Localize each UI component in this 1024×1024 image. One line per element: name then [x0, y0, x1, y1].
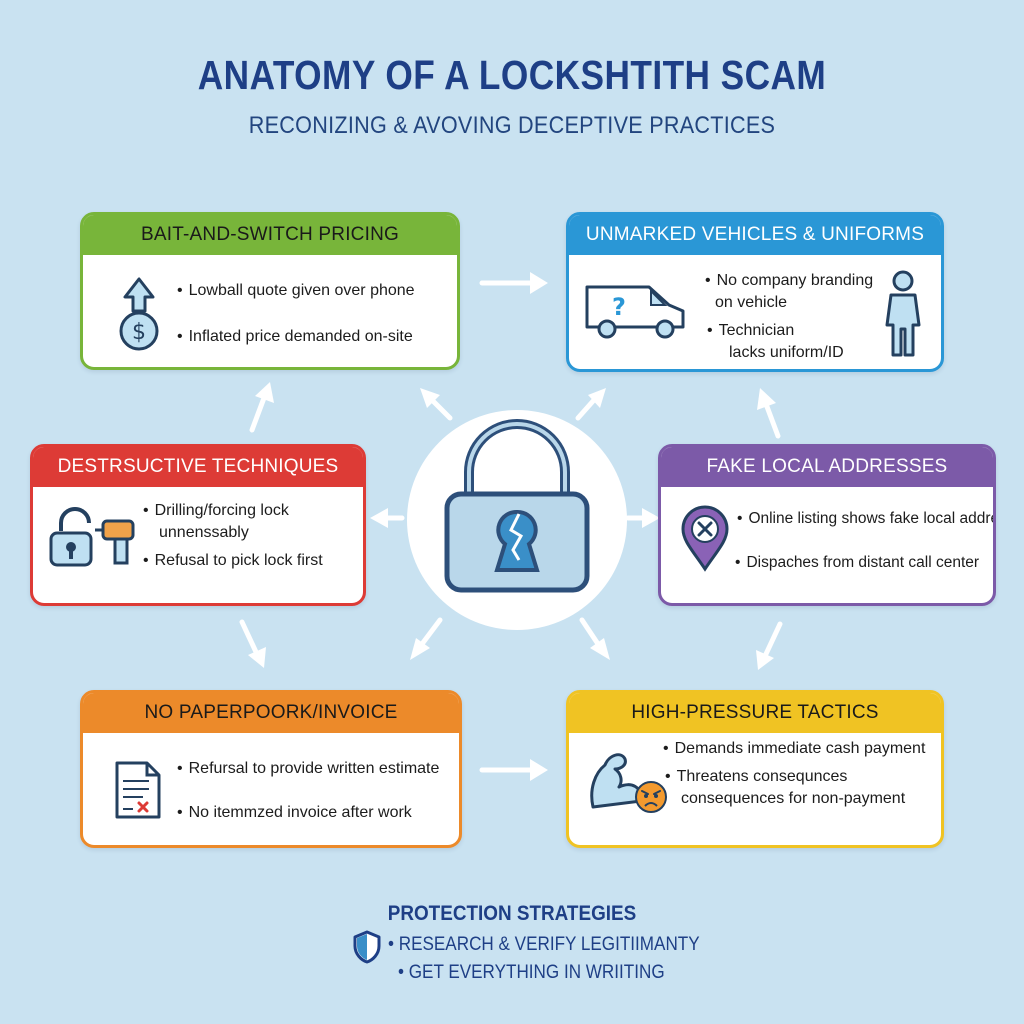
protection-item: • RESEARCH & VERIFY LEGITIIMANTY — [388, 934, 700, 955]
list-item: •Technician — [707, 322, 795, 339]
list-item-continuation: lacks uniform/ID — [729, 344, 844, 361]
svg-text:$: $ — [132, 320, 146, 345]
list-item-continuation: unnenssably — [159, 524, 249, 541]
card-high-pressure-tactics: HIGH-PRESSURE TACTICS •Demands immediate… — [566, 690, 944, 848]
list-item-continuation: on vehicle — [715, 294, 788, 311]
card-title: DESTRSUCTIVE TECHNIQUES — [33, 447, 363, 487]
card-title: BAIT-AND-SWITCH PRICING — [83, 215, 457, 255]
broken-padlock-icon — [444, 419, 590, 593]
card-bait-and-switch: BAIT-AND-SWITCH PRICING $ •Lowball quote… — [80, 212, 460, 370]
shield-icon — [353, 930, 381, 964]
list-item: •No company branding — [705, 272, 874, 289]
arrow-hub-up-right — [575, 397, 597, 421]
drill-icon — [95, 519, 135, 565]
card-no-paperwork: NO PAPERPOORK/INVOICE •Refursal to provi… — [80, 690, 462, 848]
broken-lock-icon — [49, 507, 93, 567]
flexed-arm-icon — [590, 753, 643, 809]
arrow-hub-down-right — [579, 617, 601, 647]
list-item-continuation: consequences for non-payment — [681, 790, 906, 807]
arrow-hub-up-left — [429, 397, 453, 421]
list-item: •Dispaches from distant call center — [735, 554, 980, 571]
list-item: •Refusal to pick lock first — [143, 552, 323, 569]
arrow-fake-to-vehicles — [763, 401, 781, 439]
card-destructive-techniques: DESTRSUCTIVE TECHNIQUES •Drilling/forcin… — [30, 444, 366, 606]
svg-text:?: ? — [612, 293, 626, 321]
card-fake-local-addresses: FAKE LOCAL ADDRESSES •Online listing sho… — [658, 444, 996, 606]
arrow-destructive-to-bait — [249, 395, 267, 433]
card-title: FAKE LOCAL ADDRESSES — [661, 447, 993, 487]
dollar-up-arrow-icon: $ — [119, 277, 159, 351]
technician-icon — [885, 270, 921, 357]
list-item: •Drilling/forcing lock — [143, 502, 289, 519]
card-title: HIGH-PRESSURE TACTICS — [569, 693, 941, 733]
protection-item: • GET EVERYTHING IN WRIITING — [398, 962, 665, 983]
van-question-icon: ? — [585, 285, 685, 339]
angry-face-icon — [635, 781, 667, 813]
card-unmarked-vehicles: UNMARKED VEHICLES & UNIFORMS ? •No compa… — [566, 212, 944, 372]
card-title: NO PAPERPOORK/INVOICE — [83, 693, 459, 733]
list-item: •Threatens consequnces — [665, 768, 848, 785]
list-item: •Inflated price demanded on-site — [177, 328, 413, 345]
document-x-icon — [115, 761, 161, 819]
page-title: ANATOMY OF A LOCKSHTITH SCAM — [197, 52, 827, 98]
list-item: •No itemmzed invoice after work — [177, 804, 412, 821]
arrow-fake-to-pressure — [763, 621, 783, 657]
arrow-hub-down-left — [419, 617, 443, 647]
card-title: UNMARKED VEHICLES & UNIFORMS — [569, 215, 941, 255]
page-subtitle: RECONIZING & AVOVING DECEPTIVE PRACTICES — [248, 112, 776, 139]
list-item: •Lowball quote given over phone — [177, 282, 415, 299]
list-item: •Refursal to provide written estimate — [177, 760, 440, 777]
arrow-destructive-to-paperwork — [239, 619, 259, 655]
central-hub — [407, 410, 627, 630]
list-item: •Demands immediate cash payment — [663, 740, 926, 757]
protection-title: PROTECTION STRATEGIES — [387, 902, 637, 925]
list-item: •Online listing shows fake local address — [737, 510, 996, 527]
location-pin-x-icon — [681, 505, 729, 572]
